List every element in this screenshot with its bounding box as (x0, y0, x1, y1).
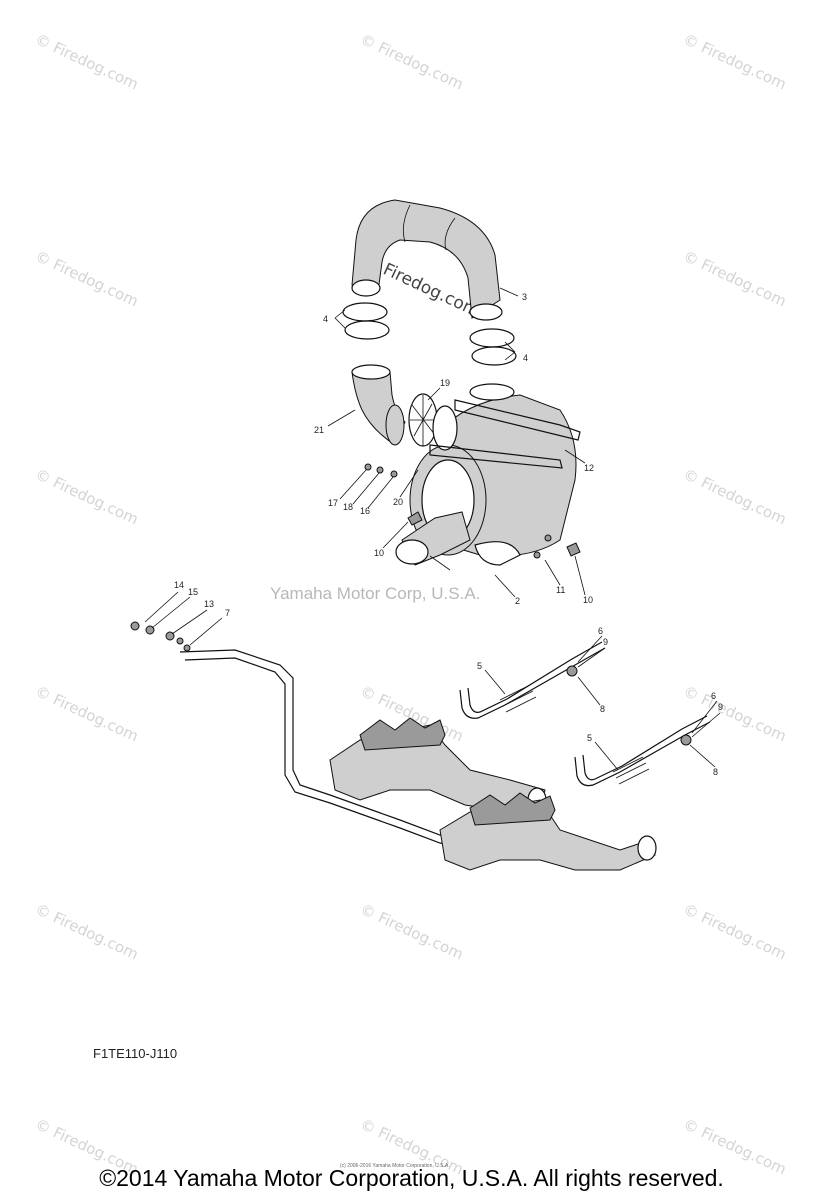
exhaust-elbow-pipe (351, 199, 503, 321)
part-label-10: 10 (583, 595, 593, 605)
tiny-credit: (c) 2006-2016 Yamaha Motor Corporation, … (340, 1163, 450, 1169)
part-number-labels: 2 3 4 4 5 5 6 6 7 8 8 9 9 10 10 11 12 13… (174, 292, 723, 777)
part-label-9: 9 (603, 637, 608, 647)
part-label-16: 16 (360, 506, 370, 516)
part-label-5: 5 (587, 733, 592, 743)
part-label-3: 3 (522, 292, 527, 302)
part-label-11: 11 (556, 585, 565, 595)
part-label-17: 17 (328, 498, 338, 508)
center-credit: Yamaha Motor Corp, U.S.A. (270, 584, 481, 603)
part-label-12: 12 (584, 463, 594, 473)
part-label-8: 8 (600, 704, 605, 714)
water-hose-upper (459, 641, 606, 719)
part-label-7: 7 (225, 608, 230, 618)
part-label-15: 15 (188, 587, 198, 597)
part-label-6: 6 (598, 626, 603, 636)
muffler-band (429, 399, 581, 469)
part-label-13: 13 (204, 599, 214, 609)
water-tube (130, 621, 471, 849)
part-label-10: 10 (374, 548, 384, 558)
muffler-outlet (395, 511, 521, 566)
elbow-joint (351, 364, 406, 446)
part-label-4: 4 (323, 314, 328, 324)
part-label-4: 4 (523, 353, 528, 363)
part-label-14: 14 (174, 580, 184, 590)
diagram-code: F1TE110-J110 (93, 1046, 178, 1061)
leader-lines (144, 287, 721, 771)
water-hose-lower (574, 715, 711, 787)
part-label-5: 5 (477, 661, 482, 671)
part-label-9: 9 (718, 702, 723, 712)
part-label-18: 18 (343, 502, 353, 512)
part-label-20: 20 (393, 497, 403, 507)
gasket-screen (408, 393, 438, 447)
part-label-21: 21 (314, 425, 324, 435)
fasteners (364, 463, 581, 559)
exhaust-manifold-lower (439, 792, 657, 871)
part-label-8: 8 (713, 767, 718, 777)
part-label-19: 19 (440, 378, 450, 388)
part-label-2: 2 (515, 596, 520, 606)
copyright-notice: ©2014 Yamaha Motor Corporation, U.S.A. A… (99, 1165, 724, 1191)
part-label-6: 6 (711, 691, 716, 701)
